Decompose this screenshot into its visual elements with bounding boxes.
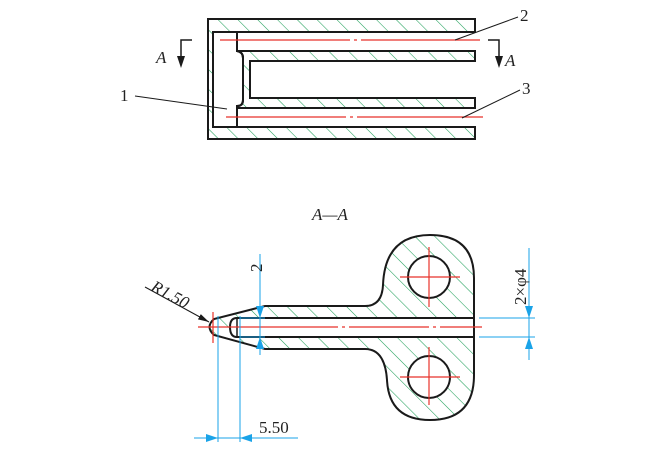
dim-length: 5.50 bbox=[259, 418, 289, 437]
callout-3: 3 bbox=[522, 79, 531, 98]
radius-leader bbox=[144, 286, 210, 323]
section-title: A—A bbox=[311, 205, 349, 224]
hole-lower-centerlines bbox=[400, 347, 460, 405]
section-view: A—A R1.50 2 2×φ4 bbox=[144, 205, 535, 442]
callout-2: 2 bbox=[520, 6, 529, 25]
leader-3 bbox=[461, 89, 521, 119]
section-marker-left: A bbox=[155, 48, 167, 67]
dim-radius: R1.50 bbox=[147, 276, 193, 312]
callout-1: 1 bbox=[120, 86, 129, 105]
section-arrow-right bbox=[488, 39, 500, 62]
leader-1 bbox=[134, 95, 228, 110]
leader-2 bbox=[454, 16, 519, 41]
section-arrow-left bbox=[180, 39, 192, 62]
dim-width: 2 bbox=[247, 264, 266, 273]
dim-holes: 2×φ4 bbox=[511, 268, 530, 305]
top-view-section bbox=[207, 18, 476, 140]
inner-cavity-outline bbox=[212, 31, 475, 128]
hole-upper-centerlines bbox=[400, 247, 460, 307]
section-marker-right: A bbox=[504, 51, 516, 70]
top-view: A A 1 2 3 bbox=[120, 6, 531, 140]
section-body bbox=[208, 233, 475, 422]
